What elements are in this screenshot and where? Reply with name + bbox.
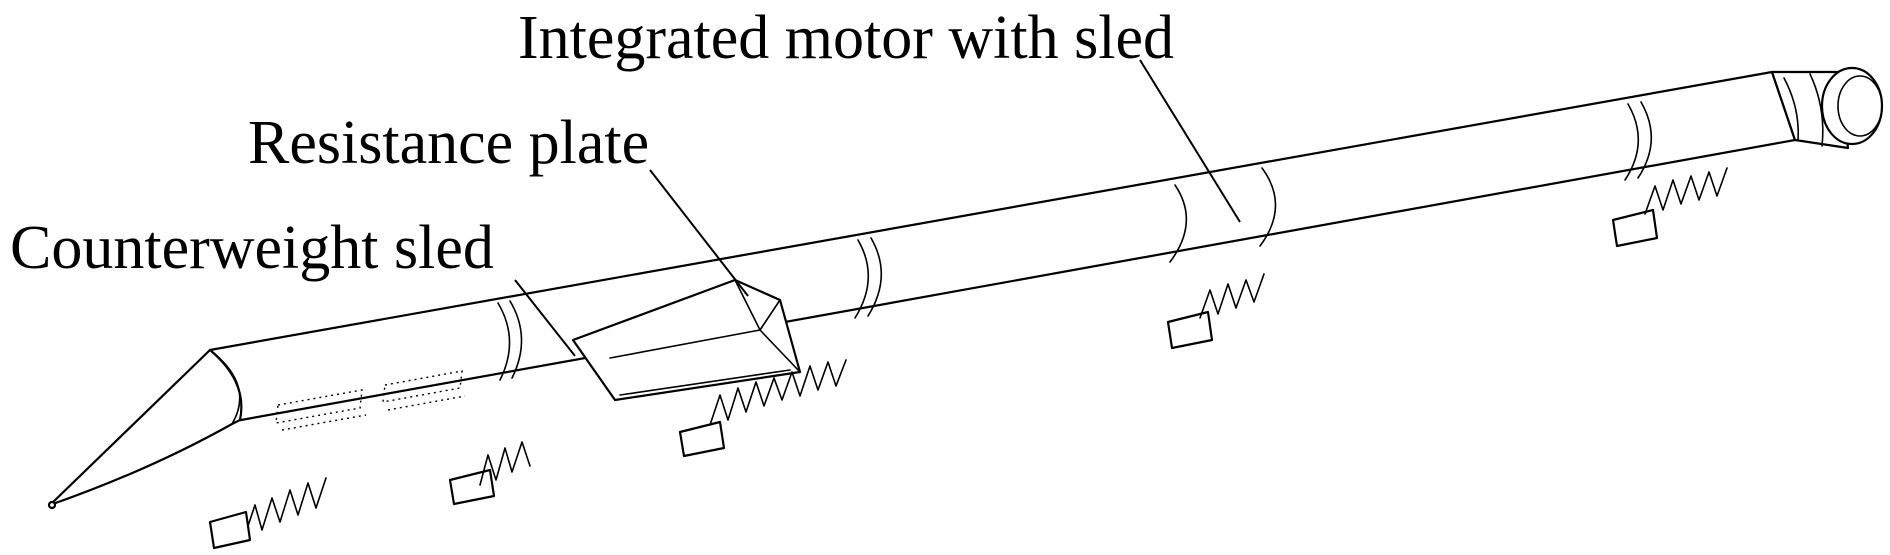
leader-lines <box>514 59 1241 357</box>
leader-counterweight-sled <box>514 279 576 357</box>
leader-integrated-motor <box>1139 59 1241 223</box>
tail-nozzle <box>1770 66 1884 150</box>
resistance-plate <box>571 278 802 402</box>
label-resistance-plate: Resistance plate <box>248 109 649 177</box>
sled-clips <box>208 167 1728 550</box>
access-panels <box>275 370 466 431</box>
label-counterweight-sled: Counterweight sled <box>10 214 494 282</box>
label-integrated-motor: Integrated motor with sled <box>518 4 1174 72</box>
nose-cone <box>47 348 243 510</box>
segment-rings <box>497 101 1653 381</box>
leader-resistance-plate <box>649 169 749 297</box>
